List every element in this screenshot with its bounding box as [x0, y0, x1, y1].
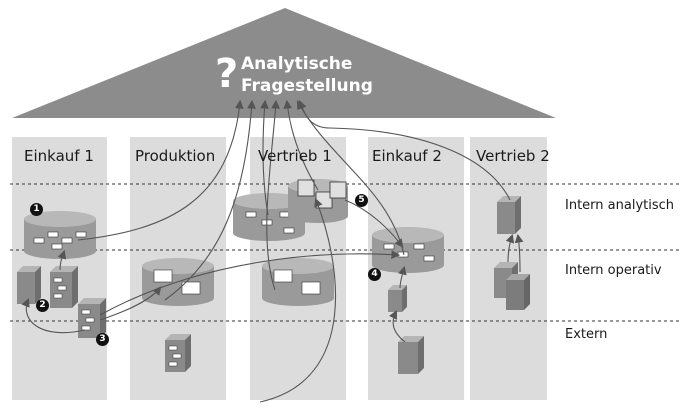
arrow-to-einkauf2 — [99, 250, 401, 316]
badge-5: 5 — [355, 194, 368, 207]
cylinder-einkauf1-analytic — [24, 211, 96, 259]
arrow-einkauf1-to-roof — [77, 99, 244, 241]
column-label-vertrieb-1: Vertrieb 1 — [258, 147, 332, 165]
server-extern-produktion — [165, 334, 191, 372]
badge-4: 4 — [368, 268, 381, 281]
arrow-vertrieb1-ops-to-roof — [266, 99, 280, 291]
arrow-cubes-to-roof — [283, 99, 319, 191]
column-label-produktion: Produktion — [135, 147, 216, 165]
badge-1: 1 — [30, 203, 43, 216]
server-einkauf1-b — [50, 266, 78, 308]
arrow-einkauf2-ops-up — [398, 265, 407, 289]
roof — [12, 8, 556, 118]
arrow-vertrieb2-ops-up — [505, 233, 515, 263]
arrow-produktion-to-roof — [164, 99, 256, 301]
roof-title-line1: Analytische — [241, 54, 353, 74]
cylinder-einkauf2-analytic — [372, 227, 444, 273]
arrow-vertrieb2-to-roof — [298, 99, 511, 201]
server-vertrieb2-analytic — [497, 196, 521, 234]
arrow-extern-to-produktion — [99, 286, 162, 321]
server-extern-einkauf2 — [398, 336, 424, 374]
column-label-einkauf-2: Einkauf 2 — [372, 147, 442, 165]
arrow-vertrieb2-ops-up-b — [514, 233, 524, 273]
server-vertrieb2-operative — [494, 262, 530, 310]
arrow-vertrieb1-to-roof — [260, 99, 269, 216]
server-extern-einkauf1 — [78, 298, 106, 338]
badge-2: 2 — [36, 299, 49, 312]
arrow-einkauf1-ops-to-analytic — [57, 249, 67, 271]
question-mark-icon: ? — [215, 51, 239, 97]
layer-label-intern-analytisch: Intern analytisch — [565, 198, 675, 213]
column-label-einkauf-1: Einkauf 1 — [24, 147, 94, 165]
layer-label-extern: Extern — [565, 327, 608, 342]
layer-label-intern-operativ: Intern operativ — [565, 263, 662, 278]
server-einkauf1-a — [17, 266, 41, 304]
badge-3: 3 — [96, 333, 109, 346]
arrow-extern-to-einkauf2-ops — [389, 310, 406, 343]
arrow-bottom-to-roof — [259, 197, 337, 403]
column-label-vertrieb-2: Vertrieb 2 — [476, 147, 550, 165]
arrows — [21, 99, 524, 403]
roof-title-line2: Fragestellung — [241, 76, 373, 96]
arrow-vertrieb1-to-cubes — [344, 199, 404, 248]
server-einkauf2-operative — [388, 285, 407, 312]
arrow-extern-to-einkauf1 — [21, 297, 86, 334]
cylinder-vertrieb1-operative — [262, 258, 334, 306]
